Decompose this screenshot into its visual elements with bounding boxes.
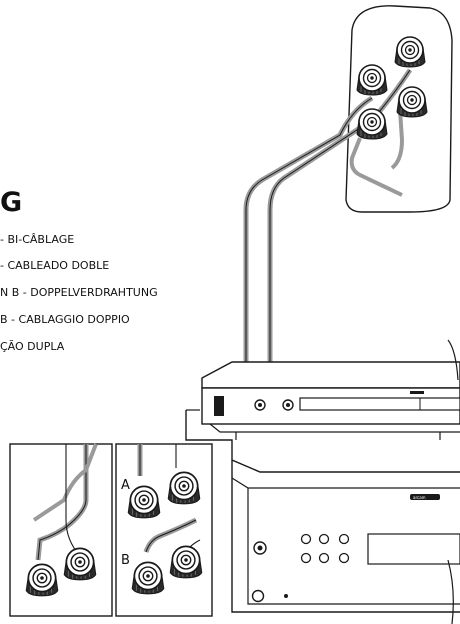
caption-line-es: - CABLEADO DOBLE [0, 259, 110, 272]
inset1-terminal-left [25, 563, 59, 597]
inset2-terminal-b-right [169, 545, 203, 579]
caption-line-de: N B - DOPPELVERDRAHTUNG [0, 286, 158, 299]
caption-line-it: B - CABLAGGIO DOPPIO [0, 313, 130, 326]
caption-line-pt: ÇÃO DUPLA [0, 340, 65, 353]
speaker-terminal-top-left [356, 64, 388, 96]
inset2-terminal-b-left [131, 561, 165, 595]
inset-biwire [115, 443, 213, 617]
section-heading: G [0, 187, 23, 218]
biwire-cables [243, 68, 413, 370]
inset-label-a: A [121, 478, 130, 493]
inset2-terminal-a-right [167, 471, 201, 505]
amplifier-brand-logo: arcam [413, 495, 426, 500]
caption-line-fr: - BI-CÂBLAGE [0, 233, 75, 246]
speaker-terminal-top-right [394, 36, 426, 68]
speaker-terminal-bottom-left [356, 108, 388, 140]
amplifier-component [185, 409, 460, 624]
inset2-terminal-a-left [127, 485, 161, 519]
inset-single-wire [9, 443, 113, 617]
source-component [201, 361, 460, 440]
speaker-terminal-bottom-right [396, 86, 428, 118]
inset1-terminal-right [63, 547, 97, 581]
inset-label-b: B [121, 553, 130, 568]
